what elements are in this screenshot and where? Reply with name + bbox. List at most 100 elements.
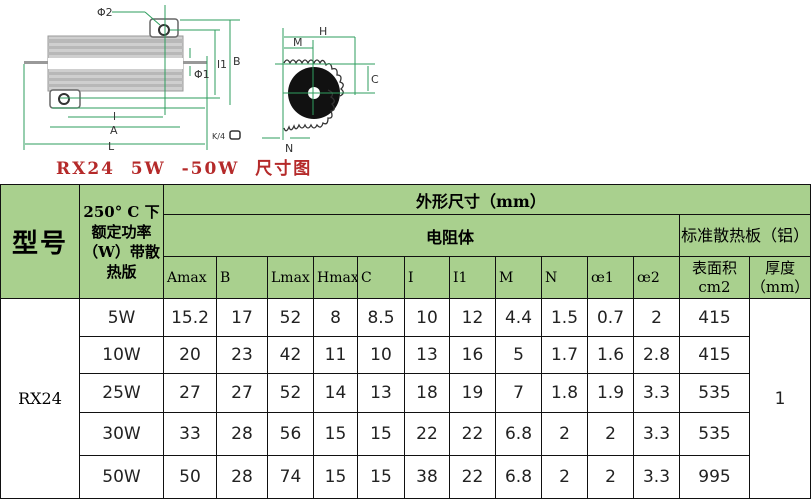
area-cell: 995 xyxy=(679,455,750,499)
thickness-cell: 1 xyxy=(748,298,811,499)
value-cell: 14 xyxy=(313,373,358,413)
value-cell: 13 xyxy=(404,336,450,374)
value-cell: 22 xyxy=(404,412,450,456)
kit-icon xyxy=(229,130,241,140)
value-cell: 0.7 xyxy=(587,298,634,337)
table-row: RX24 5W 15.2 17 52 8 8.5 10 12 4.4 1.5 0… xyxy=(0,298,811,499)
label-C: C xyxy=(371,73,379,86)
model-cell: RX24 xyxy=(0,298,80,499)
col-header-surface-area: 表面积cm2 xyxy=(679,256,750,299)
col-header-amax: Amax xyxy=(163,256,217,299)
power-cell: 10W xyxy=(79,336,164,374)
value-cell: 1.8 xyxy=(541,373,588,413)
area-cell: 415 xyxy=(679,336,750,374)
value-cell: 15 xyxy=(357,455,405,499)
value-cell: 23 xyxy=(216,336,268,374)
spec-table: 型号 250° C 下额定功率（W）带散热版 外形尺寸（mm） 电阻体 标准散热… xyxy=(0,184,811,499)
header-outline-dimensions: 外形尺寸（mm） xyxy=(162,184,811,215)
label-L: L xyxy=(108,140,115,153)
label-A: A xyxy=(110,124,118,137)
value-cell: 11 xyxy=(313,336,358,374)
value-cell: 42 xyxy=(267,336,314,374)
value-cell: 2 xyxy=(541,412,588,456)
label-l: l xyxy=(113,110,116,123)
value-cell: 20 xyxy=(163,336,217,374)
value-cell: 18 xyxy=(404,373,450,413)
area-cell: 415 xyxy=(679,298,750,337)
value-cell: 52 xyxy=(267,298,314,337)
resistor-dimension-diagram: Φ2 Φ1 l1 B l A L K/4 xyxy=(23,5,379,155)
label-kit: K/4 xyxy=(212,132,225,141)
col-header-i1: I1 xyxy=(449,256,496,299)
value-cell: 17 xyxy=(216,298,268,337)
table-row: 30W 33 28 56 15 15 22 22 6.8 2 2 3.3 535 xyxy=(1,412,811,456)
header-power: 250° C 下额定功率（W）带散热版 xyxy=(79,184,164,299)
area-cell: 535 xyxy=(679,412,750,456)
col-header-i: I xyxy=(404,256,450,299)
value-cell: 27 xyxy=(216,373,268,413)
power-cell: 25W xyxy=(79,373,164,413)
value-cell: 2 xyxy=(587,412,634,456)
value-cell: 1.7 xyxy=(541,336,588,374)
col-header-thickness: 厚度（mm） xyxy=(748,256,811,299)
value-cell: 15 xyxy=(313,455,358,499)
label-M: M xyxy=(293,36,303,49)
value-cell: 33 xyxy=(163,412,217,456)
value-cell: 15 xyxy=(313,412,358,456)
power-cell: 5W xyxy=(79,298,164,337)
col-header-c: C xyxy=(357,256,405,299)
value-cell: 3.3 xyxy=(633,412,680,456)
label-N: N xyxy=(285,142,293,155)
end-view: H M C N xyxy=(262,25,379,155)
value-cell: 2.8 xyxy=(633,336,680,374)
label-B: B xyxy=(233,55,241,68)
power-cell: 30W xyxy=(79,412,164,456)
value-cell: 3.3 xyxy=(633,455,680,499)
header-heatsink: 标准散热板（铝） xyxy=(678,214,811,257)
value-cell: 2 xyxy=(587,455,634,499)
value-cell: 74 xyxy=(267,455,314,499)
col-header-b: B xyxy=(216,256,268,299)
label-phi1: Φ1 xyxy=(194,68,210,81)
value-cell: 56 xyxy=(267,412,314,456)
col-header-alpha2: œ2 xyxy=(633,256,680,299)
col-header-m: M xyxy=(495,256,542,299)
value-cell: 7 xyxy=(495,373,542,413)
table-row: 50W 50 28 74 15 15 38 22 6.8 2 2 3.3 995 xyxy=(1,455,811,499)
value-cell: 10 xyxy=(404,298,450,337)
value-cell: 1.6 xyxy=(587,336,634,374)
header-resistor-body: 电阻体 xyxy=(163,214,680,257)
value-cell: 8 xyxy=(313,298,358,337)
power-cell: 50W xyxy=(79,455,164,499)
value-cell: 38 xyxy=(404,455,450,499)
label-H: H xyxy=(319,25,327,38)
value-cell: 52 xyxy=(267,373,314,413)
value-cell: 12 xyxy=(449,298,496,337)
col-header-alpha1: œ1 xyxy=(587,256,634,299)
area-cell: 535 xyxy=(679,373,750,413)
side-view xyxy=(23,5,240,150)
table-row: 10W 20 23 42 11 10 13 16 5 1.7 1.6 2.8 4… xyxy=(1,336,811,374)
col-header-hmax: Hmax xyxy=(313,256,358,299)
value-cell: 8.5 xyxy=(357,298,405,337)
header-model: 型号 xyxy=(0,184,80,299)
value-cell: 6.8 xyxy=(495,412,542,456)
table-row: 25W 27 27 52 14 13 18 19 7 1.8 1.9 3.3 5… xyxy=(1,373,811,413)
value-cell: 2 xyxy=(633,298,680,337)
value-cell: 1.5 xyxy=(541,298,588,337)
value-cell: 28 xyxy=(216,412,268,456)
value-cell: 15 xyxy=(357,412,405,456)
value-cell: 16 xyxy=(449,336,496,374)
label-phi2: Φ2 xyxy=(97,6,113,19)
value-cell: 5 xyxy=(495,336,542,374)
value-cell: 10 xyxy=(357,336,405,374)
value-cell: 3.3 xyxy=(633,373,680,413)
value-cell: 27 xyxy=(163,373,217,413)
value-cell: 2 xyxy=(541,455,588,499)
value-cell: 22 xyxy=(449,455,496,499)
value-cell: 6.8 xyxy=(495,455,542,499)
value-cell: 19 xyxy=(449,373,496,413)
value-cell: 22 xyxy=(449,412,496,456)
value-cell: 1.9 xyxy=(587,373,634,413)
value-cell: 28 xyxy=(216,455,268,499)
